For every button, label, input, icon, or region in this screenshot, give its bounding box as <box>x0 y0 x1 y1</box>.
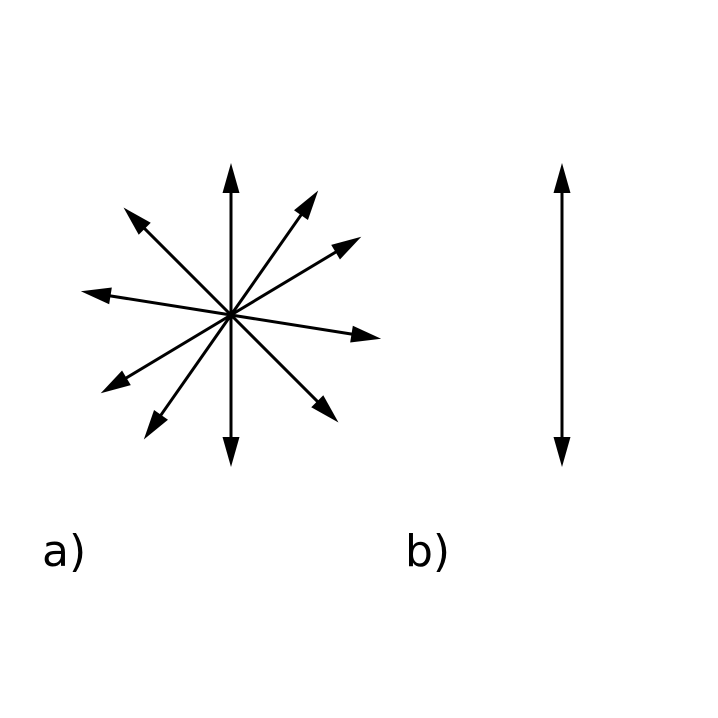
arrowhead-0-1 <box>222 437 240 467</box>
arrowhead-1-0 <box>553 163 571 193</box>
arrowhead-0-4 <box>294 190 319 220</box>
panel-a-unpolarized-arrows <box>80 163 382 467</box>
panel-b-label: b) <box>405 526 450 577</box>
arrowhead-0-5 <box>143 410 168 440</box>
arrow-shaft-0-2 <box>142 226 233 317</box>
arrow-shaft-0-4 <box>229 212 304 316</box>
arrowhead-0-8 <box>80 287 112 305</box>
arrowhead-0-7 <box>100 370 131 394</box>
arrow-shaft-0-6 <box>230 249 339 317</box>
arrow-shaft-0-9 <box>230 313 354 336</box>
arrow-shaft-0-7 <box>123 313 232 381</box>
panel-a-label: a) <box>42 526 86 577</box>
arrowhead-1-1 <box>553 437 571 467</box>
arrowhead-0-3 <box>311 395 339 423</box>
arrowhead-0-9 <box>350 325 382 343</box>
arrow-shaft-0-5 <box>158 314 233 418</box>
arrowhead-0-0 <box>222 163 240 193</box>
arrowhead-0-2 <box>123 207 151 235</box>
arrow-shaft-0-3 <box>229 313 320 404</box>
arrow-shaft-0-8 <box>108 294 232 317</box>
panel-b-polarized-arrows <box>553 163 571 467</box>
arrowhead-0-6 <box>331 236 362 260</box>
